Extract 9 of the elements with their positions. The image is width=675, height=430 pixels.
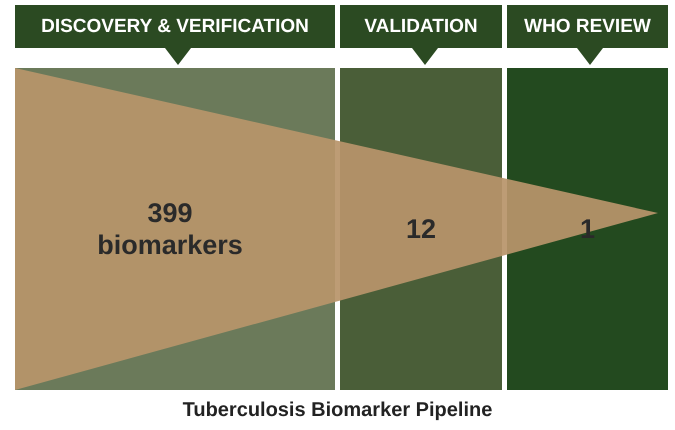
caption: Tuberculosis Biomarker Pipeline [182, 399, 494, 422]
stage-label: VALIDATION [364, 15, 478, 39]
header-tab [507, 5, 668, 67]
count-label: 12 [406, 213, 436, 245]
header-tab [340, 5, 502, 67]
count-label: 399 biomarkers [96, 197, 244, 261]
stage-label: DISCOVERY & VERIFICATION [41, 15, 309, 39]
header-tab [15, 5, 335, 67]
stage-label: WHO REVIEW [524, 15, 651, 39]
